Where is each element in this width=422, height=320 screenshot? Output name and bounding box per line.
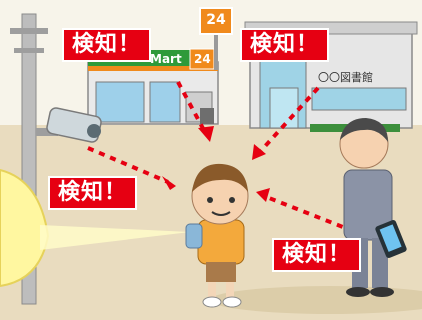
man [339,118,407,297]
library-sign-text: 〇〇図書館 [318,71,373,84]
security-camera [36,107,102,143]
detect-label-store: 検知！ [62,28,152,62]
pole-sign-number: 24 [206,12,226,28]
light-beam [40,225,190,250]
child [185,163,249,308]
detect-label-library: 検知！ [240,28,330,62]
detect-label-camera: 検知！ [48,176,138,210]
detect-label-phone: 検知！ [272,238,362,272]
arrow-heads [162,126,270,202]
store-sign-text: Mart [150,52,182,66]
store-sign-number: 24 [194,52,211,66]
detection-arrows [87,81,377,242]
store-pole [199,7,233,70]
